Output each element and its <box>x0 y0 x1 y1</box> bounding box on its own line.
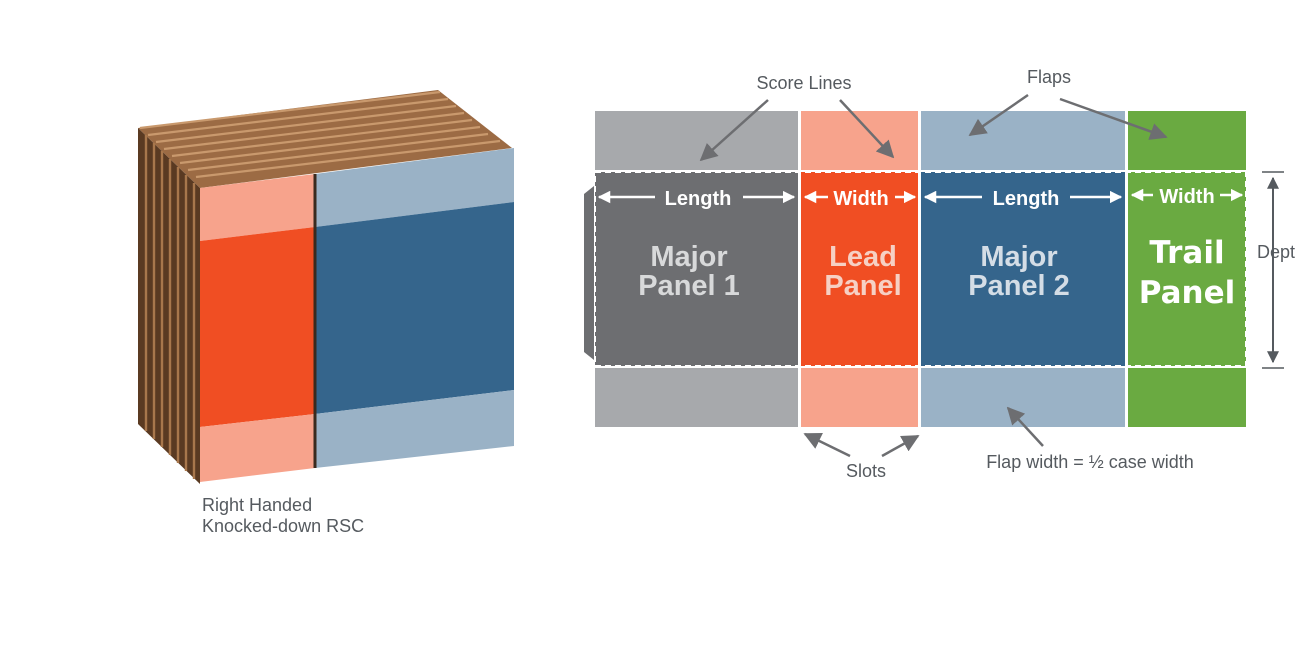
flap-top-major-1 <box>595 111 798 170</box>
major-flap-top <box>315 148 514 227</box>
panel-label-trail-line1: Trail <box>1149 235 1224 271</box>
score-lines-arrow-right <box>839 99 895 159</box>
score-lines-label: Score Lines <box>756 73 851 93</box>
flat-blank: Length Width Length Width Major Panel 1 … <box>584 67 1295 481</box>
slots-arrow-right <box>881 434 920 458</box>
slots-arrow-left <box>803 432 851 458</box>
depth-label: Dept <box>1257 242 1295 262</box>
caption-line-1: Right Handed <box>202 495 312 515</box>
major-panel-1 <box>595 172 798 366</box>
joint-tab <box>584 186 594 360</box>
flap-bottom-trail <box>1128 368 1246 427</box>
flap-width-note: Flap width = ½ case width <box>986 452 1194 472</box>
flap-bottom-lead <box>801 368 918 427</box>
flap-bottom-major-1 <box>595 368 798 427</box>
corrugated-side-edge <box>138 128 200 484</box>
panel-label-major-1-line2: Panel 1 <box>638 270 740 302</box>
trail-panel <box>1128 172 1246 366</box>
lead-panel-face <box>200 227 315 427</box>
flaps-arrow-left <box>968 93 1029 137</box>
flap-bottom-major-2 <box>921 368 1125 427</box>
flaps-arrow-right <box>1059 97 1168 140</box>
dimension-label-width-2: Width <box>1159 186 1214 208</box>
flap-top-trail <box>1128 111 1246 170</box>
flap-width-arrow <box>1006 406 1044 447</box>
flap-top-major-2 <box>921 111 1125 170</box>
major-flap-bottom <box>315 390 514 468</box>
score-lines <box>594 171 1247 367</box>
corrugated-top-edge <box>138 90 512 188</box>
panel-label-major-2-line2: Panel 2 <box>968 270 1070 302</box>
panel-label-major-2-line1: Major <box>980 241 1057 273</box>
panel-label-lead-line2: Panel <box>824 270 901 302</box>
knocked-down-box: Right Handed Knocked-down RSC <box>138 90 514 536</box>
dimension-label-width-1: Width <box>833 188 888 210</box>
lead-flap-bottom <box>200 414 315 482</box>
front-face <box>200 148 514 482</box>
score-lines-arrow-left <box>699 99 769 162</box>
lead-panel <box>801 172 918 366</box>
major-panel-face <box>315 202 514 414</box>
dimension-label-length-2: Length <box>993 188 1060 210</box>
slots-label: Slots <box>846 461 886 481</box>
panel-label-trail-line2: Panel <box>1139 275 1236 311</box>
caption-line-2: Knocked-down RSC <box>202 516 364 536</box>
lead-flap-top <box>200 174 315 241</box>
major-panel-2 <box>921 172 1125 366</box>
flaps-label: Flaps <box>1027 67 1071 87</box>
dimension-arrows <box>597 188 1244 204</box>
panel-label-major-1-line1: Major <box>650 241 727 273</box>
depth-dimension: Dept <box>1257 171 1295 369</box>
panel-label-lead-line1: Lead <box>829 241 897 273</box>
dimension-label-length-1: Length <box>665 188 732 210</box>
